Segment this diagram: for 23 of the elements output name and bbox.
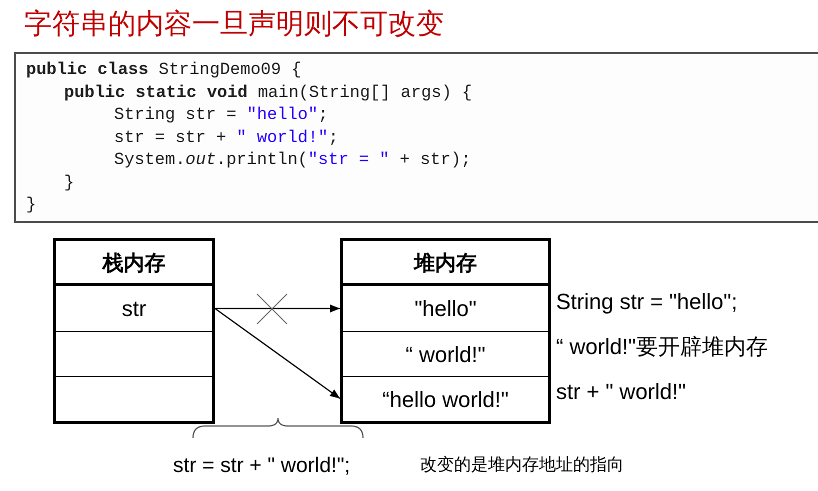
code-caption: str = str + " world!"; bbox=[173, 453, 350, 479]
slide-title: 字符串的内容一旦声明则不可改变 bbox=[24, 8, 444, 42]
arrow bbox=[214, 308, 340, 400]
code-line: public class StringDemo09 { bbox=[26, 60, 302, 82]
table-cell: "hello" bbox=[340, 283, 551, 331]
code-line: } bbox=[26, 195, 36, 217]
memory-table bbox=[340, 238, 551, 424]
memory-table bbox=[53, 238, 215, 424]
table-cell: “hello world!" bbox=[340, 376, 551, 421]
annotation-text: str + " world!" bbox=[556, 379, 686, 405]
code-line: } bbox=[64, 172, 74, 194]
code-line: String str = "hello"; bbox=[114, 105, 328, 127]
arrow bbox=[215, 304, 340, 312]
table-cell: str bbox=[53, 283, 215, 331]
table-cell: “ world!" bbox=[340, 331, 551, 376]
note-text: 改变的是堆内存地址的指向 bbox=[420, 454, 624, 476]
annotation-text: “ world!"要开辟堆内存 bbox=[556, 334, 768, 360]
code-line: str = str + " world!"; bbox=[114, 128, 338, 150]
annotation-text: String str = "hello"; bbox=[556, 289, 738, 315]
code-line: System.out.println("str = " + str); bbox=[114, 150, 472, 172]
code-line: public static void main(String[] args) { bbox=[64, 82, 472, 104]
table-header: 栈内存 bbox=[100, 250, 166, 277]
table-header: 堆内存 bbox=[412, 250, 478, 277]
